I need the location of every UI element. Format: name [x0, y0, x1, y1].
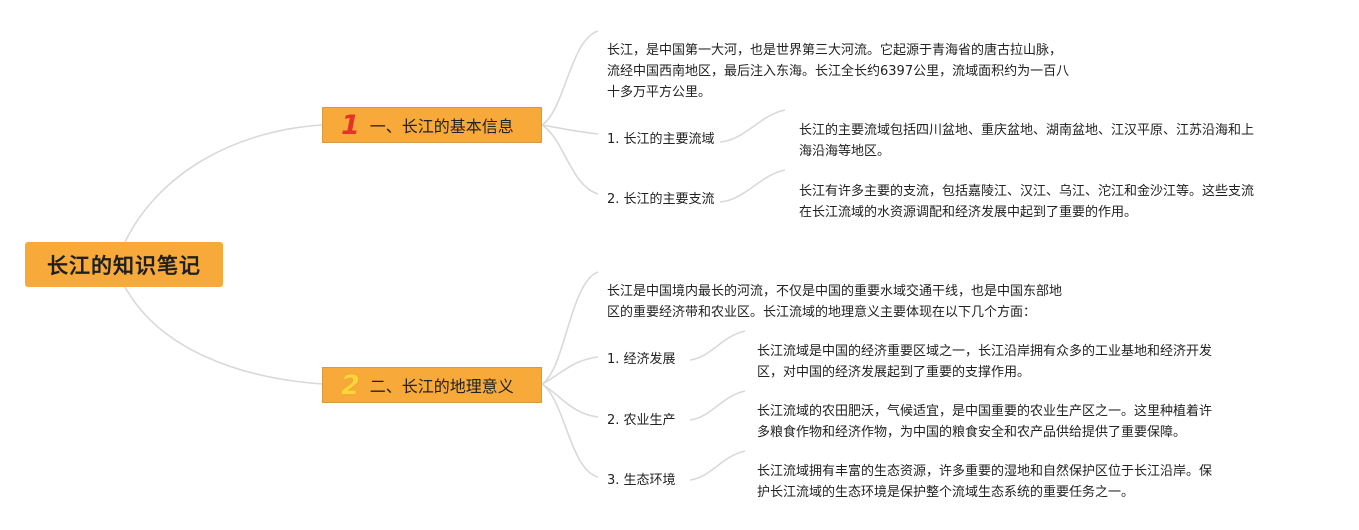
link-b1-item1: [541, 124, 599, 135]
link-b2-item1: [541, 356, 599, 385]
branch-2-item-economy[interactable]: 1. 经济发展: [607, 352, 676, 367]
link-b1-item2: [541, 124, 599, 195]
root-topic[interactable]: 长江的知识笔记: [25, 242, 223, 287]
branch-1-item-basin[interactable]: 1. 长江的主要流域: [607, 132, 715, 147]
branch-2-item-economy-detail: 长江流域是中国的经济重要区域之一，长江沿岸拥有众多的工业基地和经济开发 区，对中…: [757, 344, 1213, 380]
link-root-branch-1: [124, 124, 323, 243]
link-root-branch-2: [124, 286, 323, 385]
link-b1-intro: [541, 30, 599, 126]
branch-label: 一、长江的基本信息: [369, 117, 514, 136]
branch-geo-significance[interactable]: 2 二、长江的地理意义: [322, 367, 542, 403]
branch-basic-info[interactable]: 1 一、长江的基本信息: [322, 107, 542, 143]
link-b2-intro: [541, 271, 599, 385]
number-one-icon: 1: [341, 109, 360, 141]
link-b2-item1-detail: [689, 330, 746, 361]
branch-1-item-basin-detail: 长江的主要流域包括四川盆地、重庆盆地、湖南盆地、江汉平原、江苏沿海和上 海沿海等…: [799, 123, 1255, 159]
branch-2-item-ecology[interactable]: 3. 生态环境: [607, 473, 676, 488]
branch-2-item-agriculture[interactable]: 2. 农业生产: [607, 413, 676, 428]
link-b2-item3-detail: [689, 450, 746, 481]
link-b2-item2-detail: [689, 390, 746, 421]
link-b1-item1-detail: [719, 109, 786, 143]
number-two-icon: 2: [341, 369, 360, 401]
root-title: 长江的知识笔记: [47, 253, 201, 278]
branch-2-intro: 长江是中国境内最长的河流，不仅是中国的重要水域交通干线，也是中国东部地 区的重要…: [607, 284, 1063, 320]
branch-1-item-tributaries-detail: 长江有许多主要的支流，包括嘉陵江、汉江、乌江、沱江和金沙江等。这些支流 在长江流…: [799, 184, 1255, 220]
branch-2-item-agriculture-detail: 长江流域的农田肥沃，气候适宜，是中国重要的农业生产区之一。这里种植着许 多粮食作…: [757, 404, 1213, 440]
branch-1-intro: 长江，是中国第一大河，也是世界第三大河流。它起源于青海省的唐古拉山脉， 流经中国…: [607, 43, 1070, 100]
branch-2-item-ecology-detail: 长江流域拥有丰富的生态资源，许多重要的湿地和自然保护区位于长江沿岸。保 护长江流…: [757, 464, 1213, 500]
link-b2-item2: [541, 383, 599, 418]
branch-label: 二、长江的地理意义: [369, 377, 514, 396]
link-b2-item3: [541, 383, 599, 478]
branch-1-item-tributaries[interactable]: 2. 长江的主要支流: [607, 192, 715, 207]
link-b1-item2-detail: [719, 169, 786, 203]
